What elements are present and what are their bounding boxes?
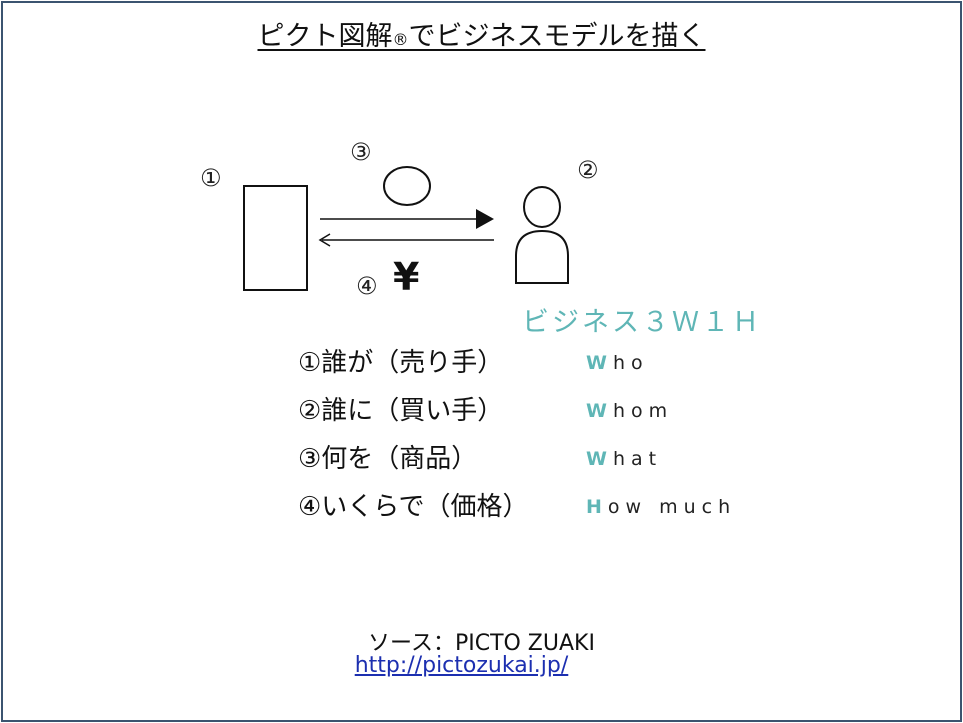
- buyer-body: [515, 229, 569, 284]
- buyer-head: [523, 186, 561, 228]
- registered-mark: ®: [392, 30, 409, 49]
- business-3w1h-heading: ビジネス３Ｗ１Ｈ: [522, 307, 762, 338]
- item-english-rest: hom: [612, 400, 674, 422]
- payment-arrow-head: [318, 233, 331, 247]
- label-buyer-number: ②: [577, 156, 599, 184]
- title-main: ピクト図解: [257, 21, 393, 52]
- item-japanese: ①誰が（売り手）: [298, 348, 504, 378]
- item-english: Who: [586, 352, 649, 374]
- slide-title: ピクト図解®でビジネスモデルを描く: [0, 14, 963, 53]
- title-rest: でビジネスモデルを描く: [408, 21, 706, 52]
- product-circle: [383, 166, 431, 206]
- product-arrow-head: [476, 209, 494, 229]
- source-link[interactable]: http://pictozukai.jp/: [354, 653, 569, 678]
- item-english-initial: W: [586, 448, 613, 470]
- item-japanese: ④いくらで（価格）: [298, 492, 529, 522]
- item-english: How much: [586, 496, 736, 518]
- item-english: Whom: [586, 400, 673, 422]
- item-english-initial: H: [586, 496, 608, 518]
- source-credit: ソース：PICTO ZUAKI: [368, 631, 595, 656]
- seller-box: [243, 185, 308, 291]
- item-english-rest: ho: [612, 352, 649, 374]
- item-japanese: ②誰に（買い手）: [298, 396, 504, 426]
- item-english-initial: W: [586, 400, 613, 422]
- item-english-rest: hat: [612, 448, 663, 470]
- item-english-initial: W: [586, 352, 613, 374]
- label-price-number: ④: [356, 272, 378, 300]
- label-product-number: ③: [350, 138, 372, 166]
- label-seller-number: ①: [200, 164, 222, 192]
- item-english-rest: ow much: [607, 496, 737, 518]
- item-english: What: [586, 448, 662, 470]
- yen-symbol: ¥: [393, 255, 419, 299]
- item-japanese: ③何を（商品）: [298, 444, 478, 474]
